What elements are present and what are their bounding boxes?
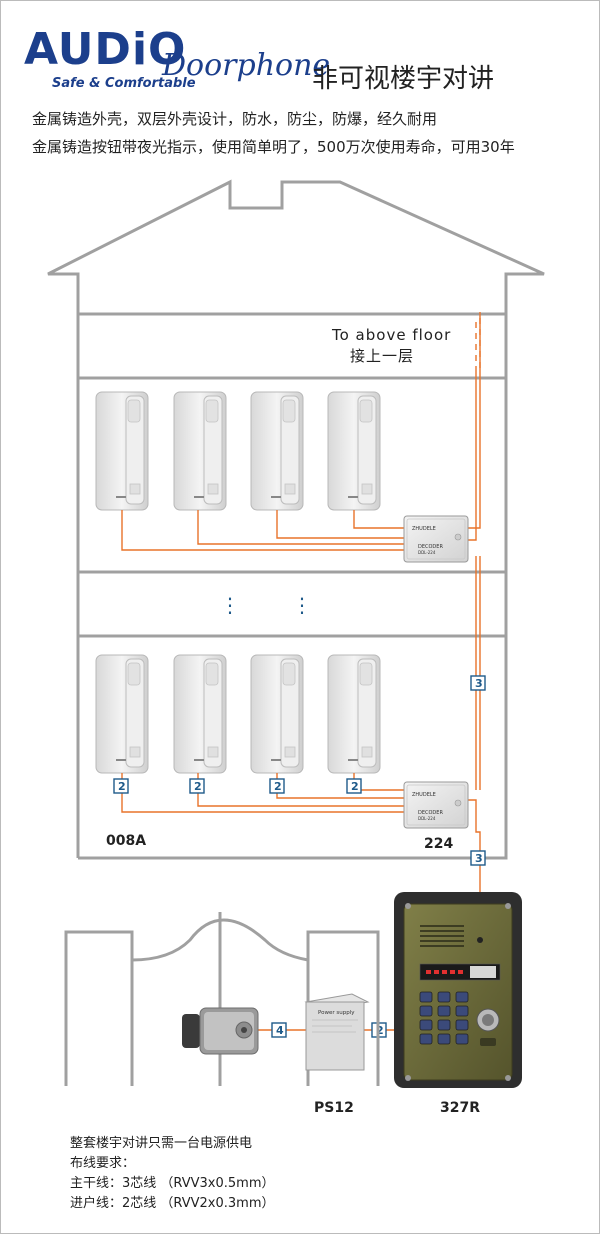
electric-lock (182, 1007, 259, 1055)
badge-handset-2: 2 (189, 778, 205, 794)
decoder-lower-brand: ZHUDELE (412, 792, 436, 798)
decoder-lower-label: DECODER (418, 810, 443, 816)
badge-power-text: 2 (376, 1024, 384, 1037)
badge-handset-1-text: 2 (118, 780, 126, 793)
handset-lower-4 (327, 654, 381, 774)
brand-logo-audio: AUDiO (24, 24, 187, 75)
badge-lock-text: 4 (276, 1024, 284, 1037)
decoder-lower-sub: DDL-224 (418, 816, 436, 821)
note-power-supply: 整套楼宇对讲只需一台电源供电 (70, 1136, 253, 1151)
handset-lower-2 (173, 654, 227, 774)
decoder-upper: ZHUDELE DECODER DDL-224 (403, 515, 469, 563)
building-outline (47, 179, 545, 860)
handset-lower-1 (95, 654, 149, 774)
brand-tagline: Safe & Comfortable (52, 76, 196, 91)
power-supply-model-label: PS12 (314, 1100, 354, 1116)
badge-handset-3-text: 2 (274, 780, 282, 793)
badge-lock: 4 (271, 1022, 287, 1038)
door-station-panel (394, 892, 522, 1088)
badge-handset-3: 2 (269, 778, 285, 794)
feature-line-1: 金属铸造外壳，双层外壳设计，防水，防尘，防爆，经久耐用 (32, 110, 438, 128)
decoder-upper-brand: ZHUDELE (412, 526, 436, 532)
handset-upper-4 (327, 391, 381, 511)
badge-riser-lower-text: 3 (475, 852, 483, 865)
above-floor-label-en: To above floor (332, 326, 452, 344)
feature-line-2: 金属铸造按钮带夜光指示，使用简单明了，500万次使用寿命，可用30年 (32, 138, 515, 156)
badge-handset-4: 2 (346, 778, 362, 794)
page-title: 非可视楼宇对讲 (312, 64, 495, 94)
ellipsis-left: ⋮ (220, 593, 240, 617)
badge-riser-lower: 3 (470, 850, 486, 866)
decoder-model-label: 224 (424, 836, 454, 852)
note-home-wire: 进户线：2芯线 （RVV2x0.3mm） (70, 1196, 275, 1211)
handset-model-label: 008A (106, 833, 147, 849)
above-floor-label-cn: 接上一层 (350, 347, 415, 365)
badge-riser-upper-text: 3 (475, 677, 483, 690)
badge-handset-2-text: 2 (194, 780, 202, 793)
handset-upper-3 (250, 391, 304, 511)
brand-product: Doorphone (162, 48, 331, 83)
power-supply: Power supply (304, 993, 370, 1071)
door-station-model-label: 327R (440, 1100, 481, 1116)
handset-upper-1 (95, 391, 149, 511)
handset-lower-3 (250, 654, 304, 774)
badge-riser-upper: 3 (470, 675, 486, 691)
badge-handset-1: 2 (113, 778, 129, 794)
power-supply-label: Power supply (318, 1010, 355, 1016)
badge-handset-4-text: 2 (351, 780, 359, 793)
note-trunk-wire: 主干线：3芯线 （RVV3x0.5mm） (70, 1176, 275, 1191)
handset-upper-2 (173, 391, 227, 511)
decoder-upper-sub: DDL-224 (418, 550, 436, 555)
note-wiring-heading: 布线要求： (70, 1156, 136, 1171)
decoder-lower: ZHUDELE DECODER DDL-224 (403, 781, 469, 829)
ellipsis-right: ⋮ (292, 593, 312, 617)
decoder-upper-label: DECODER (418, 544, 443, 550)
